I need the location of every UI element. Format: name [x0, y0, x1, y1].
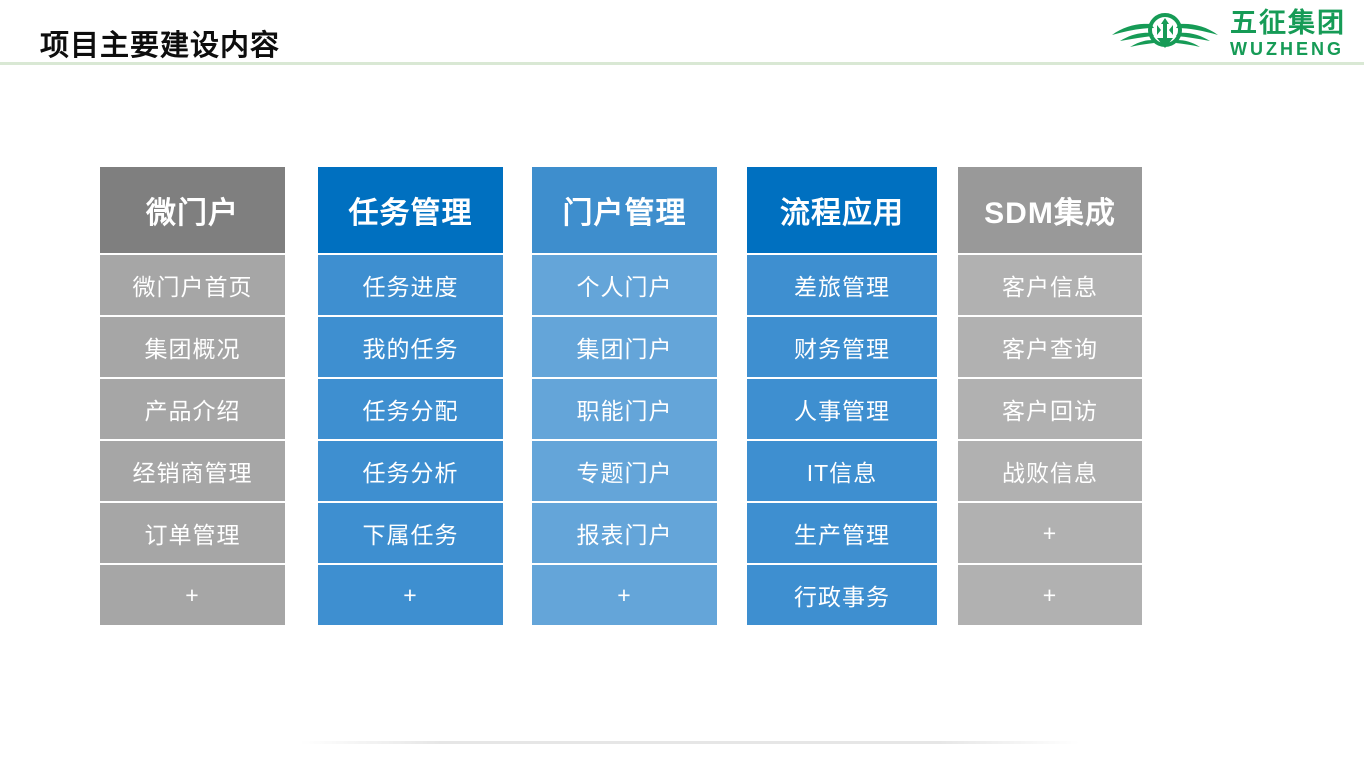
- column-portal-management: 门户管理 个人门户 集团门户 职能门户 专题门户 报表门户 +: [532, 167, 717, 625]
- wuzheng-logo: 五征集团 WUZHENG: [1110, 8, 1346, 60]
- column-cell-plus: +: [100, 565, 285, 625]
- column-cell: 生产管理: [747, 503, 937, 563]
- column-cell: 客户回访: [958, 379, 1142, 439]
- column-cell: 行政事务: [747, 565, 937, 625]
- column-cell: 任务分析: [318, 441, 503, 501]
- column-cell: 差旅管理: [747, 255, 937, 315]
- column-header: 任务管理: [318, 167, 503, 253]
- column-cell: 人事管理: [747, 379, 937, 439]
- slide-header: 项目主要建设内容 五征集团 WUZHENG: [0, 0, 1364, 66]
- column-cell: 微门户首页: [100, 255, 285, 315]
- column-cell: 下属任务: [318, 503, 503, 563]
- column-cell: 订单管理: [100, 503, 285, 563]
- column-cell: 报表门户: [532, 503, 717, 563]
- column-cell-plus: +: [958, 503, 1142, 563]
- column-header: 流程应用: [747, 167, 937, 253]
- column-cell: 专题门户: [532, 441, 717, 501]
- column-cell: 客户信息: [958, 255, 1142, 315]
- logo-name-en: WUZHENG: [1230, 39, 1344, 59]
- logo-text: 五征集团 WUZHENG: [1230, 8, 1346, 59]
- title-underline: [0, 62, 1364, 65]
- column-sdm-integration: SDM集成 客户信息 客户查询 客户回访 战败信息 + +: [958, 167, 1142, 625]
- column-cell: 个人门户: [532, 255, 717, 315]
- column-cell: 集团门户: [532, 317, 717, 377]
- column-header: SDM集成: [958, 167, 1142, 253]
- column-cell: 产品介绍: [100, 379, 285, 439]
- wuzheng-wing-emblem-icon: [1112, 13, 1218, 48]
- column-cell: 战败信息: [958, 441, 1142, 501]
- column-cell-plus: +: [532, 565, 717, 625]
- column-header: 微门户: [100, 167, 285, 253]
- column-cell-plus: +: [318, 565, 503, 625]
- bottom-shadow-divider: [300, 741, 1080, 744]
- column-cell: 我的任务: [318, 317, 503, 377]
- column-cell: 职能门户: [532, 379, 717, 439]
- column-cell: IT信息: [747, 441, 937, 501]
- column-cell: 任务进度: [318, 255, 503, 315]
- column-cell: 集团概况: [100, 317, 285, 377]
- column-micro-portal: 微门户 微门户首页 集团概况 产品介绍 经销商管理 订单管理 +: [100, 167, 285, 625]
- page-title: 项目主要建设内容: [40, 30, 281, 62]
- logo-name-cn: 五征集团: [1230, 8, 1346, 38]
- column-header: 门户管理: [532, 167, 717, 253]
- column-cell: 客户查询: [958, 317, 1142, 377]
- column-cell: 任务分配: [318, 379, 503, 439]
- column-cell: 经销商管理: [100, 441, 285, 501]
- column-cell-plus: +: [958, 565, 1142, 625]
- column-task-management: 任务管理 任务进度 我的任务 任务分配 任务分析 下属任务 +: [318, 167, 503, 625]
- column-cell: 财务管理: [747, 317, 937, 377]
- column-process-apps: 流程应用 差旅管理 财务管理 人事管理 IT信息 生产管理 行政事务: [747, 167, 937, 625]
